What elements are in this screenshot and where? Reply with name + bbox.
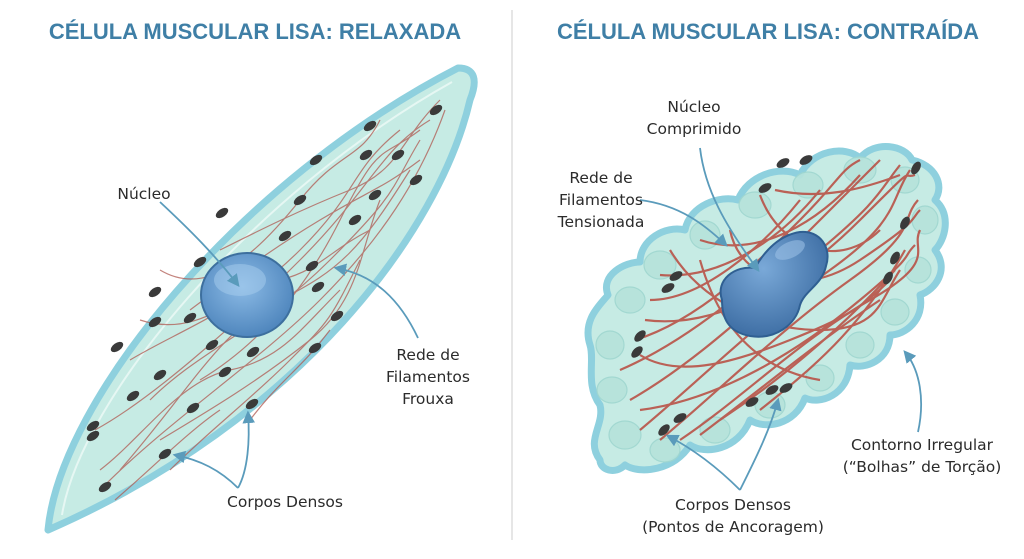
contracted-network-label-line2: Filamentos — [559, 191, 643, 209]
contracted-nucleus-label-line1: Núcleo — [667, 98, 720, 116]
contracted-outline-label-line2: (“Bolhas” de Torção) — [843, 458, 1002, 476]
right-panel-title: CÉLULA MUSCULAR LISA: CONTRAÍDA — [557, 19, 979, 44]
relaxed-dense-bodies — [86, 104, 443, 493]
contracted-filament-network — [619, 159, 922, 441]
contracted-dense-bodies — [631, 155, 921, 436]
contracted-dense-bodies-label-line2: (Pontos de Ancoragem) — [642, 518, 824, 536]
relaxed-network-label-line1: Rede de — [396, 346, 459, 364]
contracted-nucleus-label-line2: Comprimido — [647, 120, 742, 138]
relaxed-label-arrows — [159, 201, 419, 489]
left-panel-title: CÉLULA MUSCULAR LISA: RELAXADA — [49, 19, 461, 44]
contracted-network-label-line3: Tensionada — [557, 213, 645, 231]
relaxed-dense-bodies-label: Corpos Densos — [227, 493, 343, 511]
contracted-network-label-line1: Rede de — [569, 169, 632, 187]
contracted-nucleus-highlight — [775, 240, 805, 260]
relaxed-nucleus-label: Núcleo — [117, 185, 170, 203]
relaxed-cell-inner-line — [61, 81, 453, 516]
relaxed-nucleus-highlight — [214, 264, 266, 296]
relaxed-network-label-line3: Frouxa — [402, 390, 454, 408]
contracted-outline-label-line1: Contorno Irregular — [851, 436, 994, 454]
contracted-dense-bodies-label-line1: Corpos Densos — [675, 496, 791, 514]
relaxed-cell: Núcleo Rede de Filamentos Frouxa Corpos … — [44, 64, 478, 534]
contracted-label-arrows — [639, 147, 923, 491]
relaxed-network-label-line2: Filamentos — [386, 368, 470, 386]
contracted-cell: Núcleo Comprimido Rede de Filamentos Ten… — [557, 98, 1002, 536]
